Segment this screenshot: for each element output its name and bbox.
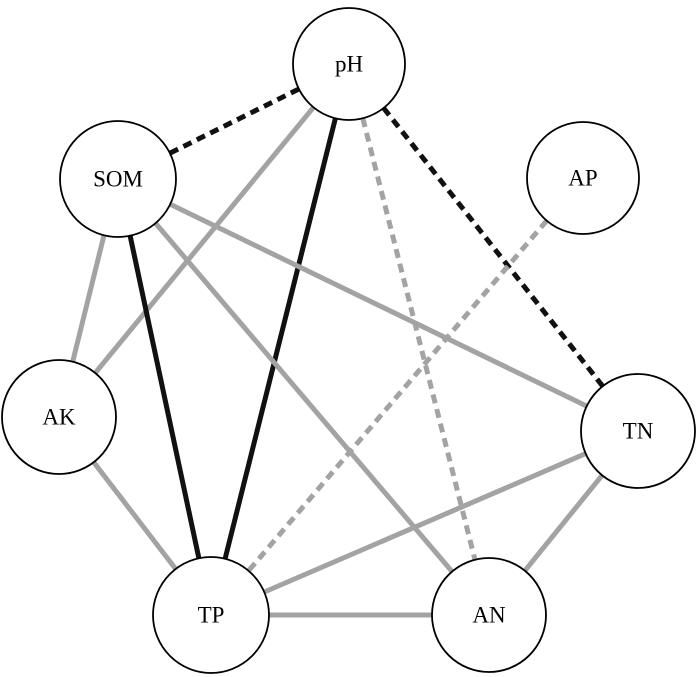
edge-tp-tn: [263, 451, 587, 595]
node-circle-an: [431, 557, 547, 673]
node-label-tn: TN: [623, 419, 654, 444]
node-circle-ak: [1, 359, 117, 475]
node-circle-tn: [580, 373, 696, 489]
edge-som-ak: [70, 234, 107, 363]
node-ak: AK: [1, 359, 117, 475]
node-ap: AP: [526, 121, 640, 235]
edge-som-tn: [169, 202, 588, 409]
edge-ph-ak: [93, 105, 316, 375]
node-som: SOM: [59, 120, 177, 238]
edge-ph-som: [168, 86, 301, 156]
node-label-an: AN: [472, 603, 506, 628]
node-label-ph: pH: [335, 52, 363, 77]
edge-ak-tp: [91, 460, 178, 571]
node-label-tp: TP: [198, 603, 225, 628]
edge-ap-tp: [246, 218, 549, 573]
node-an: AN: [431, 557, 547, 673]
edge-ph-tp: [222, 117, 338, 560]
node-circle-ph: [292, 7, 406, 121]
edge-an-tn: [522, 473, 605, 573]
node-circle-ap: [526, 121, 640, 235]
node-circle-som: [59, 120, 177, 238]
node-label-ap: AP: [568, 166, 597, 191]
node-tn: TN: [580, 373, 696, 489]
nodes-layer: pH SOM AP AK TN TP AN: [1, 7, 696, 674]
node-label-ak: AK: [42, 405, 76, 430]
edge-ph-an: [360, 117, 478, 561]
node-ph: pH: [292, 7, 406, 121]
edge-som-tp: [127, 235, 202, 559]
node-circle-tp: [152, 556, 270, 674]
node-label-som: SOM: [93, 167, 143, 192]
edges-layer: [70, 86, 605, 618]
node-tp: TP: [152, 556, 270, 674]
edge-som-an: [153, 221, 455, 574]
